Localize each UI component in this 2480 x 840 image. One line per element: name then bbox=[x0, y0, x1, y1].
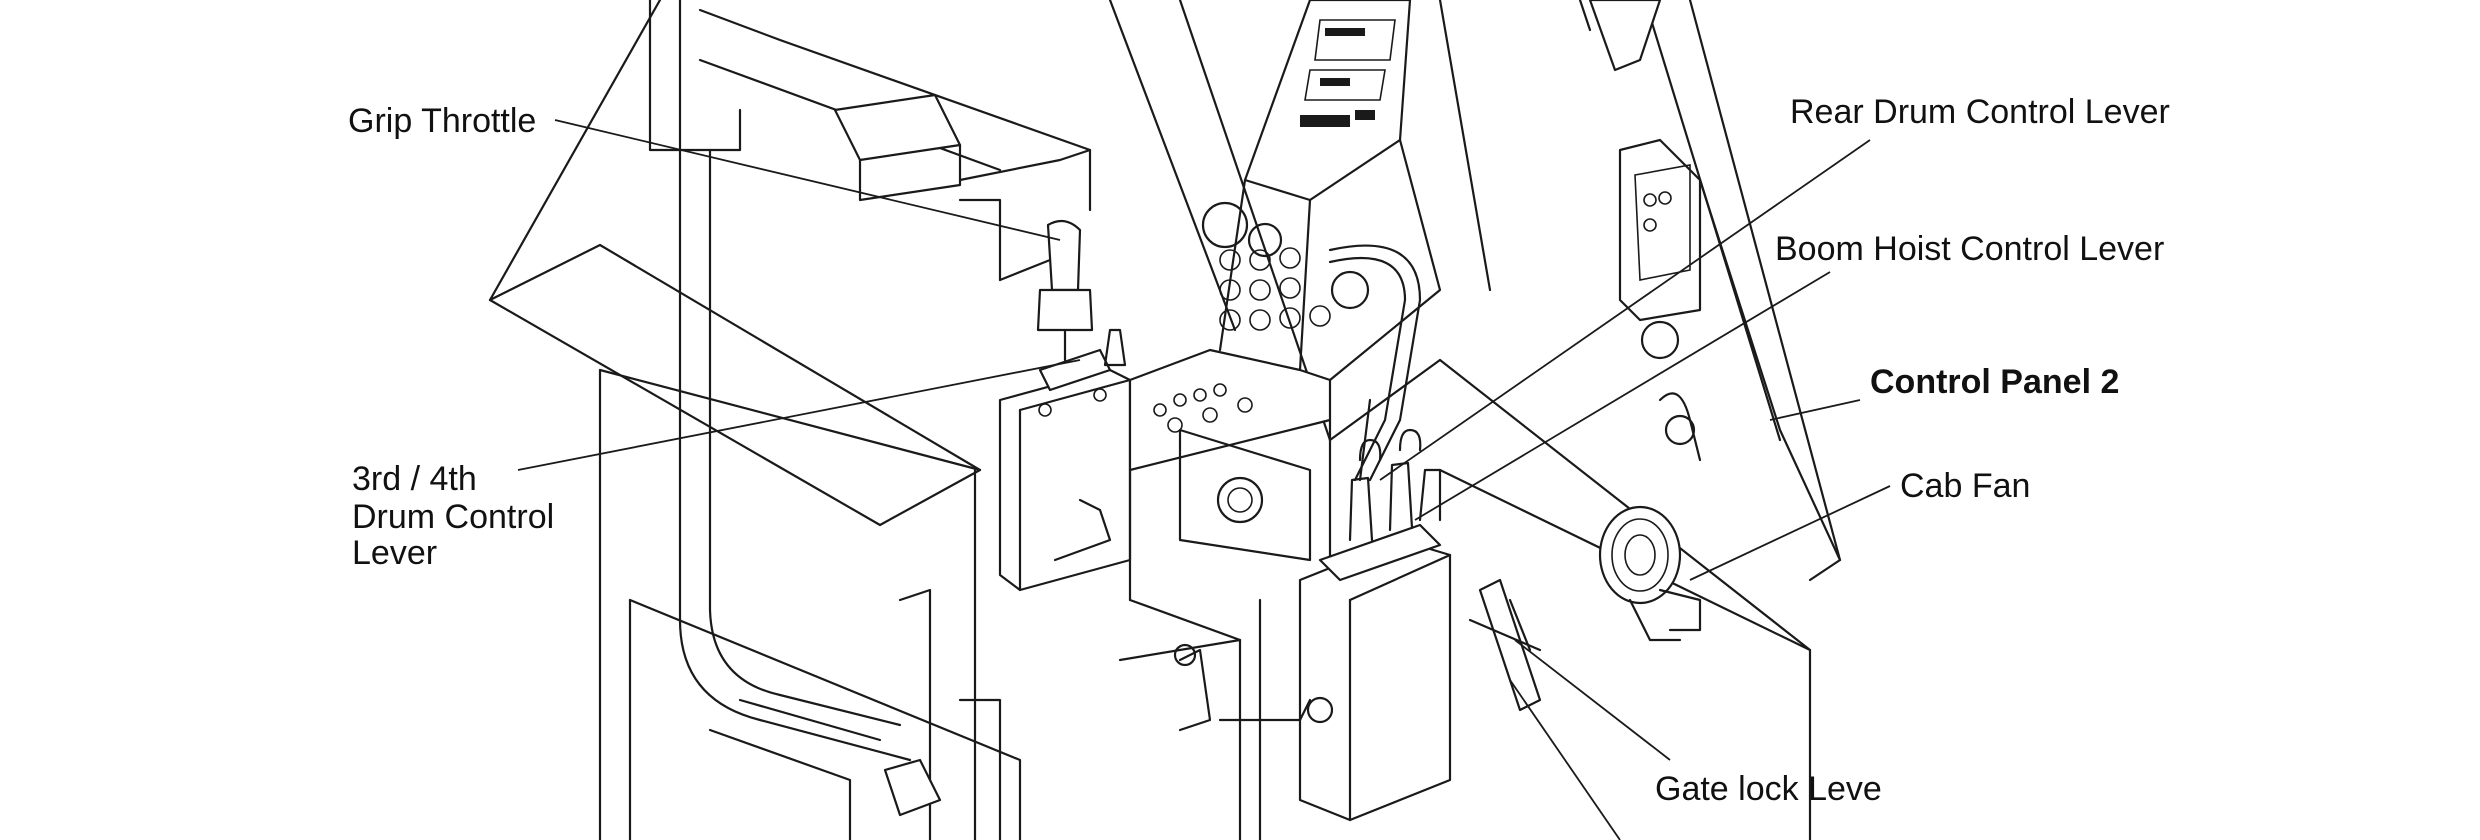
leader-gate-lock bbox=[1514, 639, 1671, 761]
gate-lock-lever-part bbox=[1468, 578, 1542, 712]
label-rear-drum: Rear Drum Control Lever bbox=[1790, 93, 2170, 131]
leader-cab-fan bbox=[1689, 485, 1891, 581]
hydraulic-hoses bbox=[1328, 244, 1422, 482]
leader-lower-diag bbox=[1509, 679, 1621, 840]
leader-control-panel-2 bbox=[1769, 399, 1861, 421]
top-right-block bbox=[1578, 0, 1662, 72]
label-3rd-4th-line3: Lever bbox=[352, 534, 437, 572]
lower-linkage bbox=[1118, 598, 1334, 840]
control-panel-2-part bbox=[1618, 138, 1842, 562]
central-console bbox=[1128, 348, 1332, 642]
display-panel bbox=[1300, 19, 1396, 127]
label-boom-hoist: Boom Hoist Control Lever bbox=[1775, 230, 2164, 268]
label-3rd-4th-line1: 3rd / 4th bbox=[352, 460, 477, 498]
left-control-box bbox=[998, 328, 1132, 592]
label-cab-fan: Cab Fan bbox=[1900, 467, 2030, 505]
cab-fan-part bbox=[1598, 505, 1702, 642]
grab-bar bbox=[648, 0, 912, 762]
label-gate-lock: Gate lock Leve bbox=[1655, 770, 1882, 808]
leader-rear-drum bbox=[1379, 139, 1871, 481]
label-control-panel-2: Control Panel 2 bbox=[1870, 363, 2119, 401]
label-3rd-4th-line2: Drum Control bbox=[352, 498, 554, 536]
seat-frame bbox=[628, 588, 1022, 840]
leader-lines bbox=[517, 119, 1891, 840]
right-control-box bbox=[1298, 428, 1452, 822]
leader-grip-throttle bbox=[554, 119, 1061, 241]
grip-throttle-handle bbox=[1036, 219, 1094, 362]
console-knobs bbox=[1153, 383, 1253, 433]
upper-bracket bbox=[698, 8, 1092, 282]
label-grip-throttle: Grip Throttle bbox=[348, 102, 536, 140]
leader-boom-hoist bbox=[1414, 271, 1831, 521]
leader-3rd-4th-drum bbox=[517, 359, 1081, 471]
callout-labels: Grip Throttle Rear Drum Control Lever Bo… bbox=[348, 93, 2170, 808]
control-tower bbox=[1201, 0, 1442, 382]
switch-grid bbox=[1219, 247, 1331, 331]
